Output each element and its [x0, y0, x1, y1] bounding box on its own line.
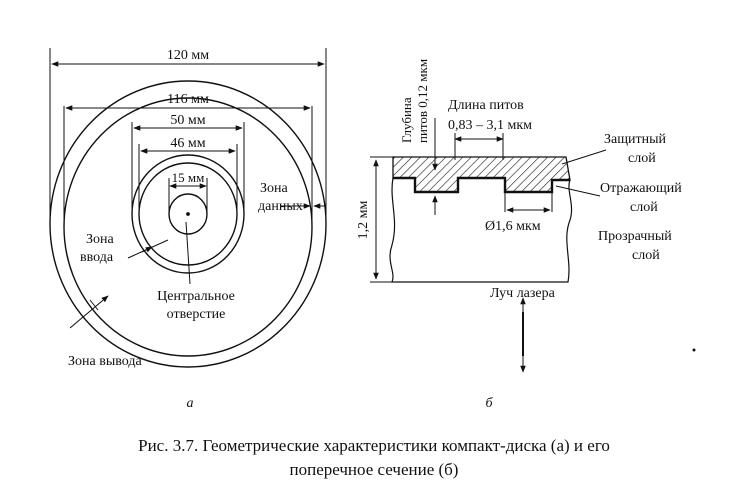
diameter-label: Ø1,6 мкм	[485, 219, 541, 234]
protective-label-2: слой	[628, 151, 656, 166]
pit-length-label-2: 0,83 – 3,1 мкм	[448, 118, 532, 133]
zone-data-label-1: Зона	[260, 181, 289, 196]
cross-section-diagram	[370, 156, 573, 283]
reflective-layer	[393, 176, 570, 194]
zone-in-label-1: Зона	[86, 232, 115, 247]
reflective-label-2: слой	[630, 200, 658, 215]
depth-label-1: Глубина	[399, 97, 414, 143]
zone-out-leader	[69, 295, 109, 329]
center-hole-label-2: отверстие	[167, 307, 226, 322]
protective-label-1: Защитный	[604, 132, 667, 147]
part-b-label: б	[485, 396, 493, 411]
zone-in-arrow	[141, 246, 153, 253]
depth-label-2: питов 0,12 мкм	[415, 59, 430, 143]
protective-layer	[392, 156, 571, 193]
center-point	[186, 212, 190, 216]
section-dimension-lines	[373, 118, 607, 373]
figure-caption-line-2: поперечное сечение (б)	[289, 460, 459, 479]
section-labels: 1,2 мм Глубина питов 0,12 мкм Длина пито…	[356, 59, 682, 411]
dim-116-label: 116 мм	[167, 92, 209, 107]
zone-data-label-2: данных	[258, 199, 303, 214]
pit-length-label-1: Длина питов	[448, 98, 524, 113]
reflective-label-1: Отражающий	[600, 181, 682, 196]
transparent-layer-outline	[389, 177, 573, 283]
stray-dot	[692, 348, 696, 352]
center-leader	[185, 221, 191, 285]
laser-label: Луч лазера	[490, 286, 556, 301]
disc-dimension-lines	[49, 48, 327, 329]
zone-out-label: Зона вывода	[68, 354, 142, 369]
transparent-label-2: слой	[632, 248, 660, 263]
part-a-label: а	[187, 396, 194, 411]
dim-15-label: 15 мм	[172, 170, 205, 185]
dim-50-label: 50 мм	[170, 113, 205, 128]
dim-120-label: 120 мм	[167, 48, 209, 63]
reflective-leader	[555, 185, 601, 197]
transparent-label-1: Прозрачный	[598, 229, 672, 244]
center-hole-label-1: Центральное	[157, 289, 235, 304]
thickness-label: 1,2 мм	[356, 201, 371, 240]
zone-out-tick	[89, 299, 99, 311]
protective-leader	[561, 149, 607, 165]
figure-caption-line-1: Рис. 3.7. Геометрические характеристики …	[138, 436, 610, 455]
dim-46-label: 46 мм	[170, 136, 205, 151]
disc-labels: 120 мм 116 мм 50 мм 46 мм 15 мм Зона дан…	[68, 48, 303, 411]
zone-in-label-2: ввода	[80, 250, 114, 265]
data-zone-outer-circle	[63, 97, 313, 357]
